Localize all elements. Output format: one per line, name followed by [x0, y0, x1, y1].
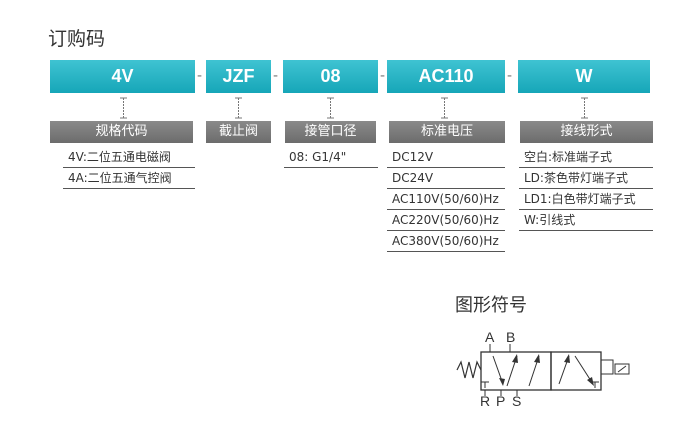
- list-item: AC380V(50/60)Hz: [387, 231, 505, 252]
- list-item: W:引线式: [519, 210, 653, 231]
- symbol-title: 图形符号: [455, 295, 527, 316]
- order-code-title: 订购码: [48, 28, 106, 50]
- code-box-series: 4V: [50, 60, 195, 93]
- valve-symbol: A B R P S: [456, 329, 630, 406]
- list-item: 空白:标准端子式: [519, 147, 653, 168]
- category-port-size: 接管口径: [285, 121, 376, 143]
- list-item: DC12V: [387, 147, 505, 168]
- list-item: AC220V(50/60)Hz: [387, 210, 505, 231]
- list-item: LD1:白色带灯端子式: [519, 189, 653, 210]
- port-label-s: S: [512, 393, 521, 406]
- category-voltage: 标准电压: [389, 121, 505, 143]
- spec-code-options: 4V:二位五通电磁阀 4A:二位五通气控阀: [63, 147, 195, 189]
- port-label-p: P: [496, 393, 505, 406]
- connector-stem: [120, 97, 127, 119]
- list-item: AC110V(50/60)Hz: [387, 189, 505, 210]
- code-box-voltage: AC110: [387, 60, 505, 93]
- separator-dash: -: [507, 68, 513, 84]
- list-item: 4A:二位五通气控阀: [63, 168, 195, 189]
- port-size-options: 08: G1/4": [284, 147, 378, 168]
- code-box-wiring: W: [518, 60, 650, 93]
- list-item: DC24V: [387, 168, 505, 189]
- separator-dash: -: [273, 68, 279, 84]
- list-item: 4V:二位五通电磁阀: [63, 147, 195, 168]
- category-shutoff-valve: 截止阀: [206, 121, 271, 143]
- connector-stem: [441, 97, 448, 119]
- category-spec-code: 规格代码: [50, 121, 193, 143]
- connector-stem: [235, 97, 242, 119]
- solenoid-coil-icon: [614, 363, 630, 375]
- list-item: LD:茶色带灯端子式: [519, 168, 653, 189]
- port-label-r: R: [480, 393, 490, 406]
- port-label-a: A: [485, 329, 495, 345]
- list-item: 08: G1/4": [284, 147, 378, 168]
- code-box-port-size: 08: [283, 60, 378, 93]
- connector-stem: [581, 97, 588, 119]
- wiring-options: 空白:标准端子式 LD:茶色带灯端子式 LD1:白色带灯端子式 W:引线式: [519, 147, 653, 231]
- voltage-options: DC12V DC24V AC110V(50/60)Hz AC220V(50/60…: [387, 147, 505, 252]
- connector-stem: [327, 97, 334, 119]
- separator-dash: -: [197, 68, 203, 84]
- port-label-b: B: [506, 329, 515, 345]
- separator-dash: -: [380, 68, 386, 84]
- code-box-valve: JZF: [206, 60, 271, 93]
- category-wiring: 接线形式: [520, 121, 653, 143]
- solenoid-icon: [600, 359, 614, 375]
- spring-icon: [456, 360, 482, 379]
